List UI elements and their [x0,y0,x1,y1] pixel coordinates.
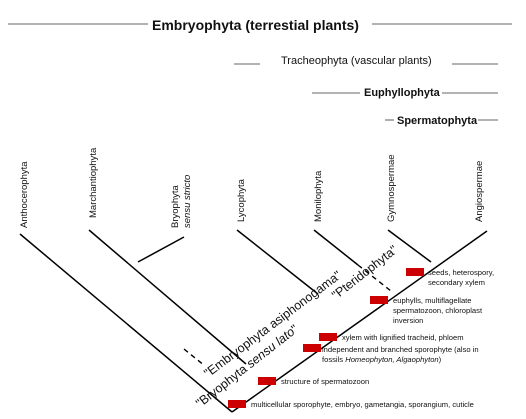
marker-c2 [258,377,276,385]
marker-c6 [406,268,424,276]
marker-c4 [319,333,337,341]
branch-lycophyta [236,229,319,295]
taxon-gymnospermae: Gymnospermae [386,154,397,222]
char-c6-line2: secondary xylem [428,278,485,287]
branch-bryophyta [137,236,185,263]
char-c3-italic: Homeophyton, Algaophyton [345,355,438,364]
char-c3-line1: independent and branched sporophyte (als… [322,345,479,354]
marker-c1 [228,400,246,408]
group-brackets [8,23,512,121]
taxon-lycophyta: Lycophyta [236,178,247,222]
tracheophyta-label: Tracheophyta (vascular plants) [281,55,432,67]
label-pteridophyta: "Pteridophyta" [329,243,400,303]
taxon-angiospermae: Angiospermae [474,161,485,222]
taxon-monilophyta: Monilophyta [313,170,324,222]
tree-branches [19,229,488,413]
character-markers [228,268,424,408]
embryophyta-label: Embryophyta (terrestial plants) [152,17,359,33]
marker-c3 [303,344,321,352]
char-c5-line2: spermatozoon, chloroplast [393,306,483,315]
paraphyletic-dashes [183,264,392,367]
branch-marchantiophyta [88,229,247,365]
char-c3-suffix: ) [439,355,442,364]
char-c6-line1: seeds, heterospory, [428,268,494,277]
char-c2: structure of spermatozoon [281,377,369,386]
branch-monilophyta [313,229,359,266]
taxon-bryophyta: Bryophyta [170,185,181,228]
char-c5-line1: euphylls, multiflagellate [393,296,472,305]
branch-gymnospermae [387,229,432,263]
taxon-bryophyta-sensu-stricto: sensu stricto [182,175,193,228]
euphyllophyta-label: Euphyllophyta [364,87,441,99]
branch-anthocerophyta [19,233,233,413]
char-c5-line3: inversion [393,316,423,325]
taxon-anthocerophyta: Anthocerophyta [19,161,30,228]
char-c3-prefix: fossils [322,355,345,364]
char-c4: xylem with lignified tracheid, phloem [342,333,464,342]
taxon-marchantiophyta: Marchantiophyta [88,147,99,218]
dash-pteridophyta [357,264,392,292]
char-c1: multicellular sporophyte, embryo, gameta… [251,400,474,409]
marker-c5 [370,296,388,304]
spermatophyta-label: Spermatophyta [397,115,478,127]
dash-bryophyta-sl [183,348,206,367]
char-c3-line2: fossils Homeophyton, Algaophyton) [322,355,442,364]
